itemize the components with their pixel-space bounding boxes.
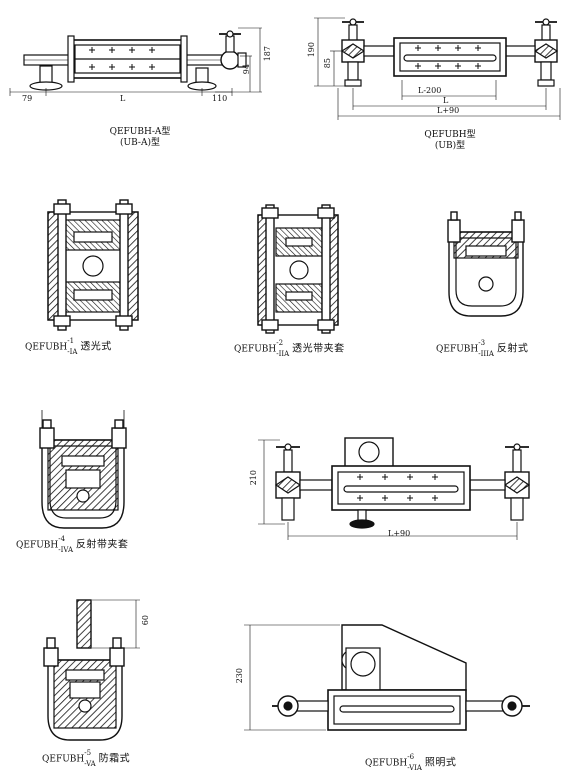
caption-2: QEFUBH-2 -IIA 透光带夹套 — [234, 338, 345, 360]
caption-5-sup: -5 — [84, 749, 92, 757]
caption-6-sup: -6 — [407, 753, 415, 761]
fig-b-dim-outer: L+90 — [437, 106, 460, 115]
caption-4-prefix: QEFUBH — [16, 540, 59, 551]
fig-a-dim-left: 79 — [22, 94, 33, 103]
fig-b-dim-h1: 190 — [307, 42, 316, 58]
caption-2-sup: -2 — [276, 339, 284, 347]
caption-6-prefix: QEFUBH — [365, 758, 408, 769]
fig-b-dim-inner: L-200 — [418, 86, 442, 95]
fig-c7-dim-h: 230 — [235, 668, 244, 684]
caption-2-name: 透光带夹套 — [292, 343, 345, 355]
caption-3: QEFUBH-3 -IIIA 反射式 — [436, 338, 528, 360]
caption-1-sub: -IA — [67, 348, 78, 356]
section-1-ia — [47, 199, 139, 331]
caption-3-sup: -3 — [478, 339, 486, 347]
caption-6-sub: -VIA — [407, 764, 422, 772]
caption-6: QEFUBH-6 -VIA 照明式 — [365, 752, 456, 774]
caption-3-sub: -IIIA — [478, 350, 494, 358]
section-5-va — [43, 599, 140, 741]
section-2-iia — [257, 204, 339, 334]
caption-4-sub: -IVA — [58, 546, 74, 554]
fig-b-subtype: (UB)型 — [434, 141, 466, 151]
fig-a-dim-h2: 187 — [263, 46, 272, 62]
fig-a-dim-center: L — [120, 94, 126, 103]
caption-5-sub: -VA — [84, 760, 96, 768]
caption-5: QEFUBH-5 -VA 防霜式 — [42, 748, 130, 770]
fig-b-caption: QEFUBH型 (UB)型 — [405, 130, 495, 152]
fig-a-caption: QEFUBH-A型 (UB-A)型 — [95, 127, 185, 149]
fig-b-dim-mid: L — [443, 96, 449, 105]
fig-b-dim-h2: 85 — [323, 58, 332, 69]
caption-4-sup: -4 — [58, 535, 66, 543]
section-4-iva — [39, 410, 127, 529]
caption-1-prefix: QEFUBH — [25, 342, 68, 353]
section-3-iiia — [447, 211, 525, 317]
caption-3-prefix: QEFUBH — [436, 344, 479, 355]
figure-c7-gauge — [244, 624, 530, 731]
fig-c6-dim-h: 60 — [141, 615, 150, 626]
caption-1-name: 透光式 — [80, 341, 112, 353]
caption-2-sub: -IIA — [276, 350, 290, 358]
caption-3-name: 反射式 — [496, 343, 529, 355]
caption-4-name: 反射带夹套 — [75, 539, 129, 551]
caption-1-sup: -1 — [67, 337, 75, 345]
figure-a-gauge — [9, 27, 262, 96]
caption-1: QEFUBH-1 -IA 透光式 — [25, 336, 112, 358]
fig-a-dim-right: 110 — [212, 94, 228, 103]
caption-5-prefix: QEFUBH — [42, 754, 85, 765]
fig-a-subtype: (UB-A)型 — [120, 138, 160, 148]
caption-5-name: 防霜式 — [98, 753, 131, 765]
fig-c5-dim-h: 210 — [249, 470, 258, 486]
caption-6-name: 照明式 — [424, 757, 457, 769]
caption-2-prefix: QEFUBH — [234, 344, 277, 355]
fig-c5-dim-w: L+90 — [388, 529, 411, 538]
figure-c5-gauge — [258, 437, 531, 540]
fig-a-model: QEFUBH-A型 — [109, 127, 171, 137]
fig-b-model: QEFUBH型 — [424, 130, 476, 140]
caption-4: QEFUBH-4 -IVA 反射带夹套 — [16, 534, 128, 556]
fig-a-dim-h1: 94 — [242, 64, 251, 75]
figure-b-gauge — [314, 17, 561, 120]
